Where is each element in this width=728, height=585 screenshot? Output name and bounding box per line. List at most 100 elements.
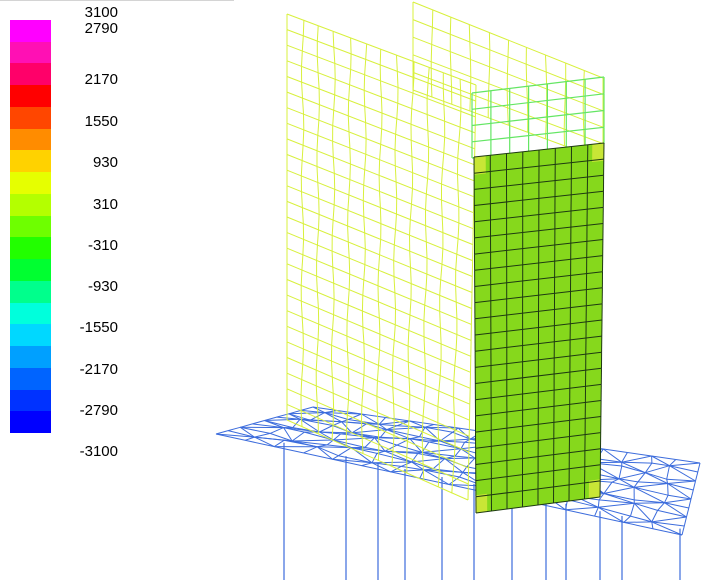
stress-panel <box>474 143 604 513</box>
mesh-line <box>612 482 634 487</box>
legend-swatch <box>10 346 51 368</box>
mesh-line <box>431 80 432 98</box>
mesh-line <box>455 350 456 366</box>
mesh-line <box>638 482 668 484</box>
mesh-line <box>216 431 228 434</box>
mesh-line <box>317 167 318 183</box>
mesh-line <box>302 145 303 161</box>
mesh-line <box>381 128 382 144</box>
mesh-line <box>438 423 439 439</box>
mesh-line <box>333 314 334 330</box>
mesh-line <box>349 132 350 148</box>
mesh-line <box>456 302 457 318</box>
mesh-line <box>274 447 303 453</box>
mesh-line <box>696 472 698 481</box>
mesh-line <box>362 466 391 472</box>
mesh-line <box>292 432 304 441</box>
mesh-line <box>410 252 411 268</box>
mesh-line <box>527 98 528 115</box>
mesh-line <box>303 98 304 114</box>
mesh-line <box>432 27 433 44</box>
mesh-line <box>274 440 284 446</box>
mesh-line <box>377 381 378 397</box>
mesh-line <box>292 440 333 441</box>
mesh-line <box>302 51 303 67</box>
mesh-line <box>422 448 423 464</box>
mesh-line <box>420 478 449 484</box>
legend-label: -1550 <box>60 320 118 336</box>
mesh-line <box>507 57 508 74</box>
mesh-line <box>332 377 333 393</box>
mesh-line <box>348 352 349 368</box>
mesh-line <box>440 328 441 344</box>
mesh-line <box>458 223 459 239</box>
mesh-line <box>317 447 338 456</box>
mesh-line <box>379 160 380 176</box>
mesh-line <box>676 460 700 464</box>
mesh-line <box>408 362 409 378</box>
mesh-line <box>460 472 463 477</box>
legend-swatch <box>10 303 51 325</box>
mesh-line <box>667 466 670 480</box>
mesh-line <box>454 398 455 414</box>
legend-swatch <box>10 324 51 346</box>
mesh-line <box>665 495 669 503</box>
mesh-line <box>411 267 412 283</box>
mesh-line <box>332 220 333 236</box>
mesh-line <box>412 156 413 172</box>
mesh-line <box>668 481 696 484</box>
color-legend-bar <box>10 20 51 433</box>
mesh-line <box>362 422 363 438</box>
mesh-line <box>451 69 452 86</box>
mesh-line <box>410 220 411 236</box>
legend-swatch <box>10 390 51 412</box>
legend-label: -310 <box>60 238 118 254</box>
mesh-line <box>255 433 271 437</box>
mesh-line <box>350 148 351 164</box>
mesh-line <box>670 463 701 466</box>
mesh-line <box>396 182 397 198</box>
mesh-line <box>431 45 432 62</box>
mesh-line <box>317 230 318 246</box>
left-wall-mesh <box>287 14 476 500</box>
mesh-line <box>364 217 365 233</box>
legend-swatch <box>10 411 51 433</box>
mesh-line <box>393 388 394 404</box>
mesh-line <box>546 122 547 139</box>
mesh-line <box>428 163 429 179</box>
mesh-line <box>693 481 695 490</box>
mesh-line <box>461 442 465 449</box>
mesh-line <box>395 135 396 151</box>
mesh-line <box>619 466 622 479</box>
mesh-line <box>348 289 349 305</box>
mesh-line <box>653 529 682 535</box>
mesh-line <box>412 188 413 204</box>
mesh-line <box>424 305 425 321</box>
legend-swatch <box>10 172 51 194</box>
legend-swatch <box>10 42 51 64</box>
mesh-line <box>363 327 364 343</box>
mesh-line <box>634 503 664 504</box>
mesh-line <box>287 233 472 309</box>
mesh-line <box>454 414 455 430</box>
mesh-line <box>423 464 424 480</box>
mesh-line <box>668 484 669 496</box>
mesh-line <box>508 108 509 125</box>
mesh-line <box>584 70 585 87</box>
mesh-line <box>380 50 381 66</box>
mesh-line <box>362 463 372 466</box>
mesh-line <box>334 95 335 111</box>
mesh-line <box>287 217 472 293</box>
mesh-line <box>332 330 333 346</box>
mesh-line <box>439 375 440 391</box>
mesh-line <box>407 442 408 458</box>
mesh-line <box>684 517 686 526</box>
mesh-line <box>317 339 318 355</box>
mesh-line <box>566 507 599 510</box>
mesh-line <box>365 154 366 170</box>
mesh-line <box>362 312 363 328</box>
mesh-line <box>394 403 395 419</box>
mesh-line <box>667 479 696 481</box>
mesh-line <box>527 81 528 98</box>
mesh-line <box>439 439 440 455</box>
